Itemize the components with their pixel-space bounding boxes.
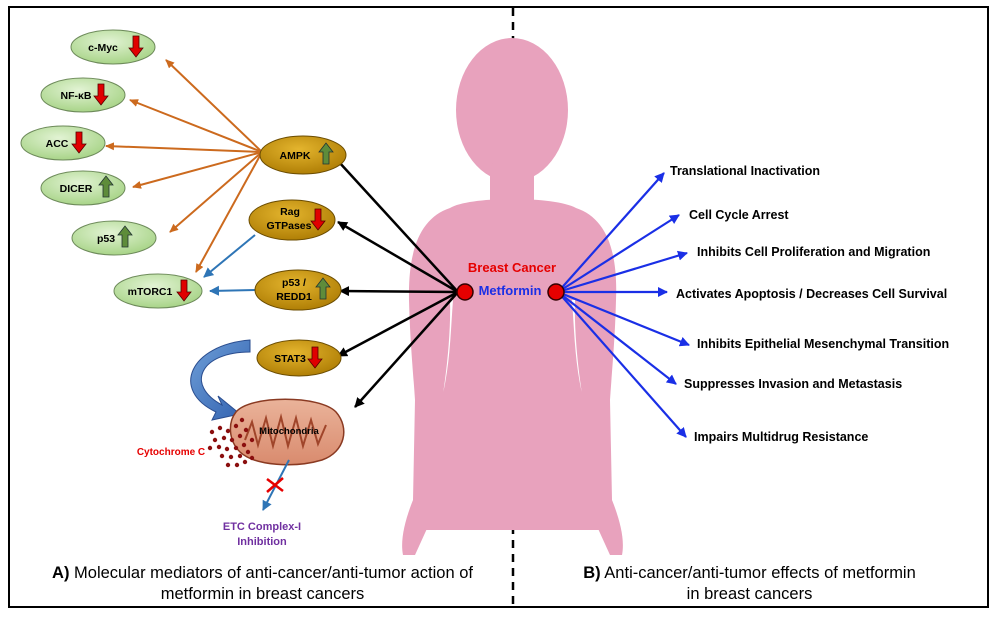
acc-label: ACC xyxy=(46,138,69,150)
node-stat3: STAT3 xyxy=(256,339,342,377)
effect-item: Activates Apoptosis / Decreases Cell Sur… xyxy=(676,287,947,301)
node-acc: ACC xyxy=(20,125,106,161)
ampk-arrows xyxy=(105,59,263,273)
body-silhouette xyxy=(402,38,623,555)
etc-label-line1: ETC Complex-I xyxy=(223,521,301,533)
black-arrows xyxy=(327,149,459,408)
caption-b-text2: in breast cancers xyxy=(686,585,813,603)
curved-arrow-icon xyxy=(190,339,251,421)
effects-list: Translational Inactivation Cell Cycle Ar… xyxy=(670,164,949,444)
rag-label-line1: Rag xyxy=(280,206,300,218)
cytochrome-dots xyxy=(207,417,255,468)
etc-label-line2: Inhibition xyxy=(237,536,287,548)
p53redd-label-line1: p53 / xyxy=(282,277,306,289)
metformin-left-node xyxy=(456,283,474,301)
nfkb-label: NF-κB xyxy=(61,90,92,102)
effect-item: Translational Inactivation xyxy=(670,164,820,178)
effect-item: Inhibits Cell Proliferation and Migratio… xyxy=(697,245,930,259)
node-dicer: DICER xyxy=(40,170,126,206)
metformin-label: Metformin xyxy=(479,283,542,298)
cytochrome-label: Cytochrome C xyxy=(137,447,205,458)
p53redd-label-line2: REDD1 xyxy=(276,291,312,303)
cmyc-label: c-Myc xyxy=(88,42,118,54)
rag-label-line2: GTPases xyxy=(267,220,312,232)
caption-a-text2: metformin in breast cancers xyxy=(160,585,365,603)
mtorc1-label: mTORC1 xyxy=(128,286,173,298)
figure-border xyxy=(8,6,989,608)
caption-a-label: A) xyxy=(52,564,70,582)
etc-inhibition-arrow xyxy=(262,459,290,511)
caption-a: A) Molecular mediators of anti-cancer/an… xyxy=(20,563,505,605)
effect-item: Impairs Multidrug Resistance xyxy=(694,430,868,444)
caption-b-label: B) xyxy=(583,564,601,582)
node-mtorc1: mTORC1 xyxy=(113,273,203,309)
node-p53: p53 xyxy=(71,220,157,256)
mitochondria-icon: Mitochondria xyxy=(229,398,345,466)
p53-label: p53 xyxy=(97,233,115,245)
dicer-label: DICER xyxy=(60,183,93,195)
breast-cancer-label: Breast Cancer xyxy=(468,260,556,275)
effect-item: Cell Cycle Arrest xyxy=(689,208,789,222)
caption-a-text: Molecular mediators of anti-cancer/anti-… xyxy=(69,564,473,582)
effect-item: Suppresses Invasion and Metastasis xyxy=(684,377,902,391)
caption-b: B) Anti-cancer/anti-tumor effects of met… xyxy=(522,563,977,605)
metformin-right-node xyxy=(547,283,565,301)
node-ampk: AMPK xyxy=(259,135,347,175)
stat3-label: STAT3 xyxy=(274,353,306,365)
effect-arrows xyxy=(557,172,690,438)
mtorc1-arrows xyxy=(203,234,256,296)
caption-b-text: Anti-cancer/anti-tumor effects of metfor… xyxy=(600,564,916,582)
effect-item: Inhibits Epithelial Mesenchymal Transiti… xyxy=(697,337,949,351)
node-rag-gtpases: Rag GTPases xyxy=(248,199,336,241)
node-nfkb: NF-κB xyxy=(40,77,126,113)
node-p53-redd1: p53 / REDD1 xyxy=(254,269,342,311)
mitochondria-label: Mitochondria xyxy=(259,426,319,437)
node-cmyc: c-Myc xyxy=(70,29,156,65)
ampk-label: AMPK xyxy=(280,150,311,162)
